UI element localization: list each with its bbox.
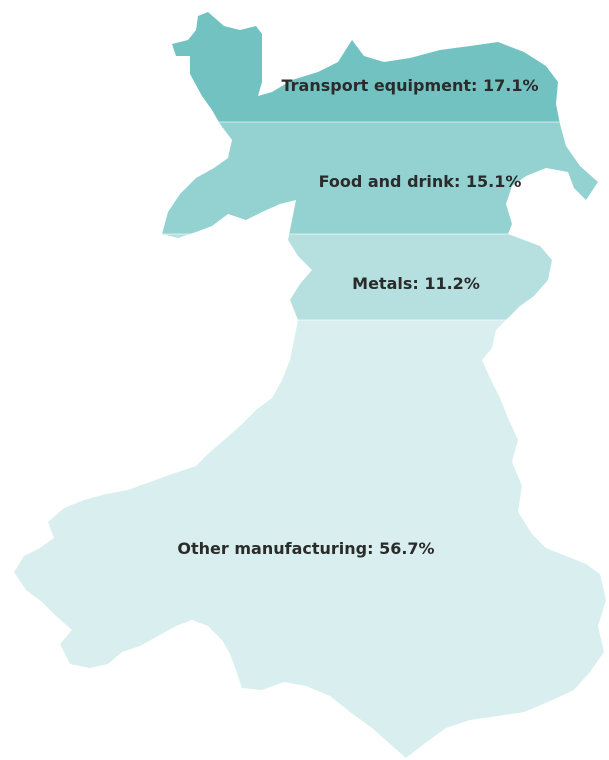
band-separator <box>14 233 606 235</box>
label-metals: Metals: 11.2% <box>352 274 480 293</box>
band-transport-equipment <box>14 12 606 123</box>
proportion-bands <box>14 12 606 758</box>
label-other-manufacturing: Other manufacturing: 56.7% <box>177 539 434 558</box>
band-separator <box>14 319 606 321</box>
band-metals <box>14 234 606 321</box>
label-food-and-drink: Food and drink: 15.1% <box>319 172 522 191</box>
band-separator <box>14 121 606 123</box>
label-transport-equipment: Transport equipment: 17.1% <box>282 76 539 95</box>
band-labels: Transport equipment: 17.1% Food and drink… <box>177 76 538 558</box>
